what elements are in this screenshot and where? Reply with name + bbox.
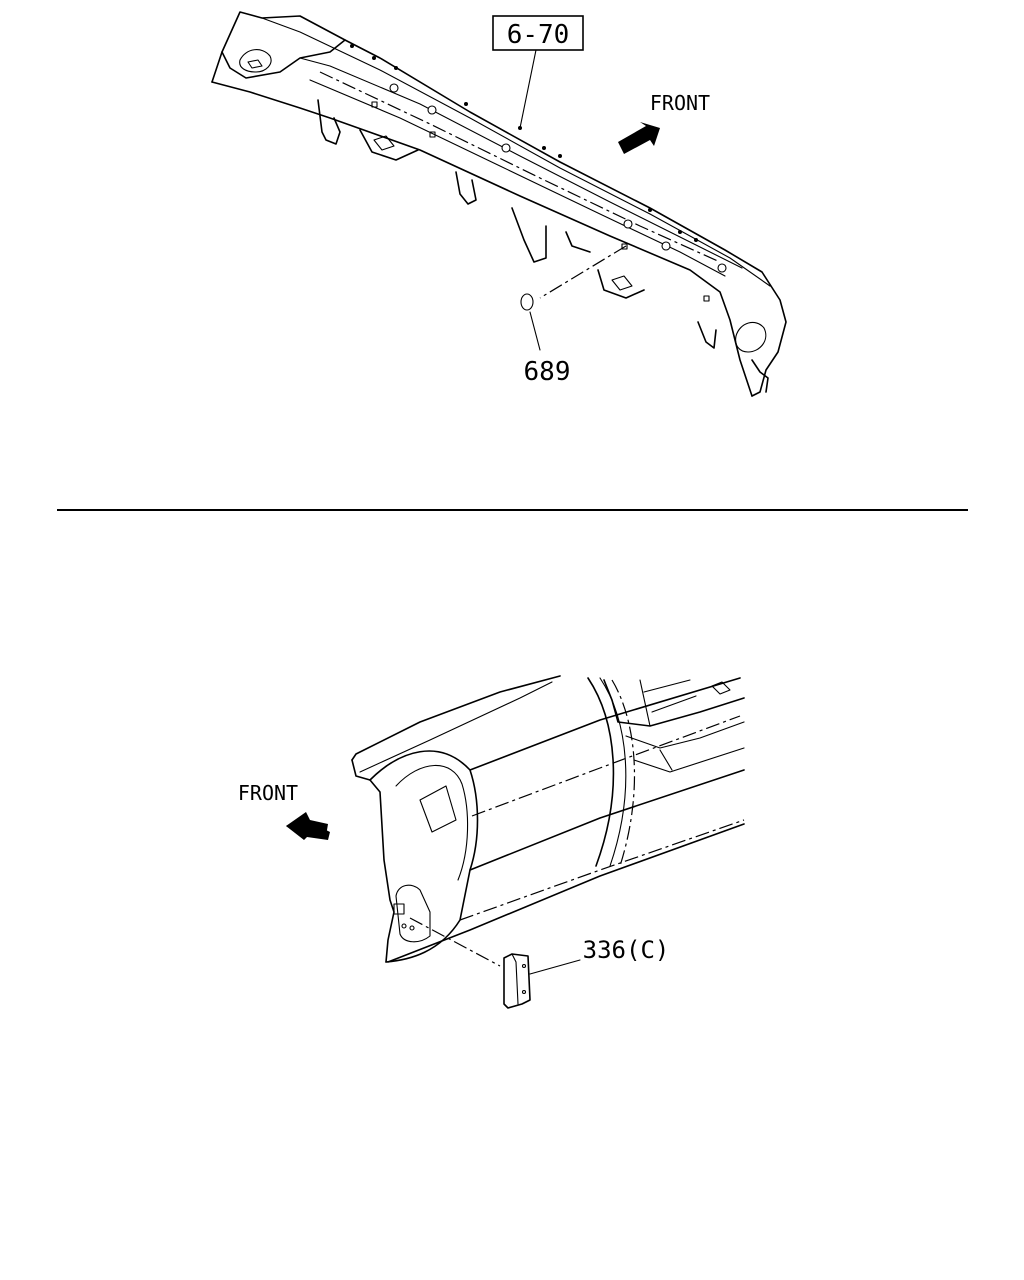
front-direction-label-bottom: FRONT bbox=[238, 781, 298, 805]
reference-box-label: 6-70 bbox=[507, 20, 570, 50]
bottom-body-panel-drawing bbox=[351, 675, 745, 1009]
top-crossmember-drawing bbox=[211, 11, 787, 397]
reference-box-6-70[interactable]: 6-70 bbox=[492, 15, 584, 51]
front-arrow-left-icon bbox=[286, 812, 330, 840]
part-label-689[interactable]: 689 bbox=[524, 357, 571, 387]
front-direction-label-top: FRONT bbox=[650, 91, 710, 115]
part-label-336c[interactable]: 336(C) bbox=[583, 936, 670, 964]
front-arrow-icon bbox=[618, 122, 660, 154]
